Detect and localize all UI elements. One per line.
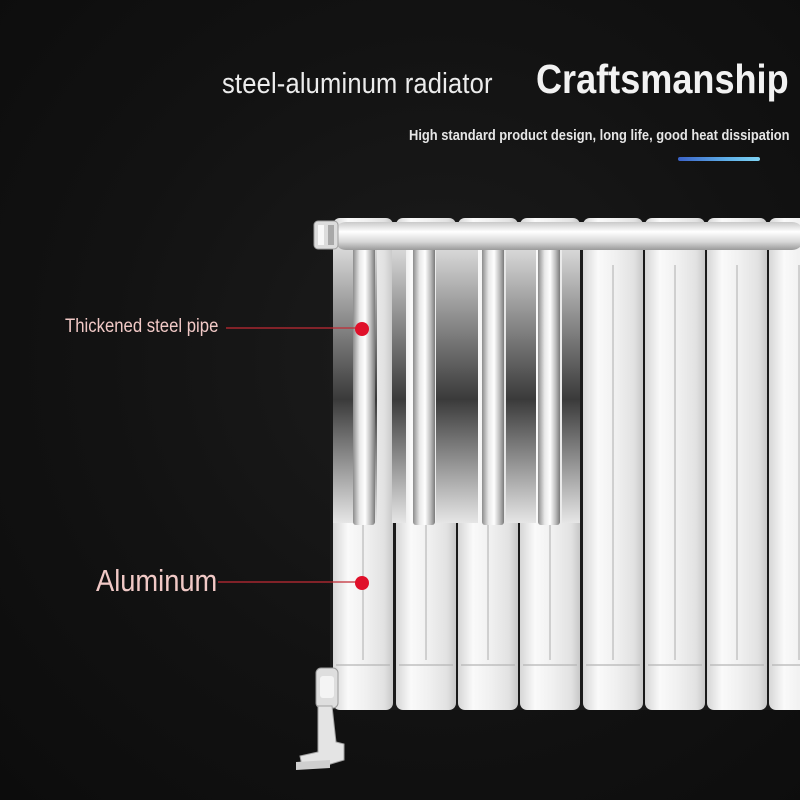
callout-label-aluminum: Aluminum <box>96 563 218 598</box>
cutaway-section <box>333 248 580 523</box>
steel-pipe <box>413 245 435 525</box>
steel-pipe <box>538 245 560 525</box>
cutaway-panel <box>506 248 536 523</box>
product-name: steel-aluminum radiator <box>222 68 493 100</box>
headline: steel-aluminum radiator Craftsmanship <box>222 56 800 103</box>
callout-aluminum <box>218 576 369 590</box>
end-cap <box>313 220 339 250</box>
craft-heading: Craftsmanship <box>535 56 789 102</box>
fin-grooves <box>362 265 800 660</box>
steel-pipe <box>482 245 504 525</box>
fin-column <box>769 218 800 710</box>
cutaway-panel <box>436 248 458 523</box>
cutaway-panel <box>562 248 580 523</box>
marker-dot <box>355 576 369 590</box>
cutaway-panel <box>392 248 406 523</box>
steel-pipe <box>353 245 375 525</box>
header-pipe <box>334 222 800 250</box>
callout-steel <box>226 322 369 336</box>
mounting-bracket <box>296 705 345 770</box>
tagline: High standard product design, long life,… <box>409 127 790 144</box>
cutaway-panel <box>456 248 478 523</box>
steel-pipes <box>353 245 560 525</box>
accent-divider <box>678 157 760 161</box>
callout-label-steel-pipe: Thickened steel pipe <box>65 316 219 337</box>
bottom-valve <box>315 667 339 709</box>
marker-dot <box>355 322 369 336</box>
